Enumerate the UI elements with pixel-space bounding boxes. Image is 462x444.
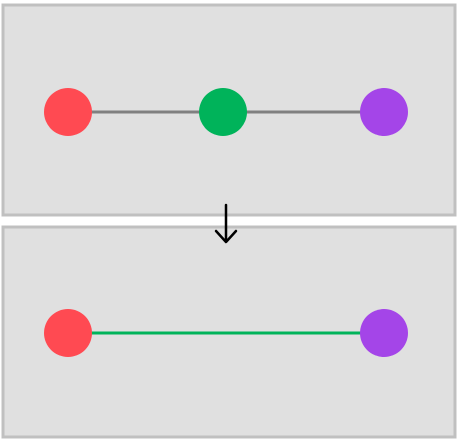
after-panel xyxy=(1,225,457,439)
before-panel xyxy=(1,3,457,217)
arrow-head xyxy=(214,229,238,244)
node-purple xyxy=(360,88,408,136)
node-green xyxy=(199,88,247,136)
node-red xyxy=(44,309,92,357)
node-purple xyxy=(360,309,408,357)
node-red xyxy=(44,88,92,136)
down-arrow-icon xyxy=(214,203,238,244)
